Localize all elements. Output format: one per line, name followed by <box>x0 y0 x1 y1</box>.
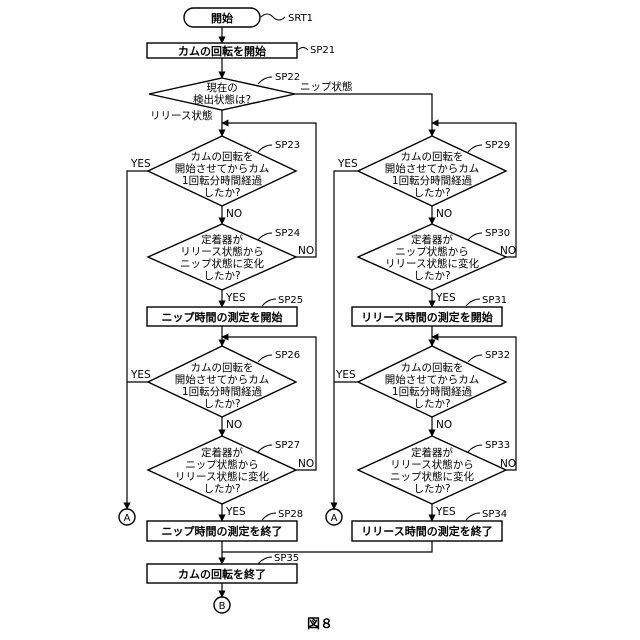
sp30-line4: したか? <box>413 270 450 282</box>
sp26-line2: 開始させてからカム <box>175 373 270 386</box>
sp32-line1: カムの回転を <box>401 362 464 374</box>
connector-a-right: A <box>326 509 342 525</box>
sp34-label: リリース時間の測定を終了 <box>361 524 492 538</box>
connector-b: B <box>214 597 230 613</box>
figure-caption: 図８ <box>307 617 333 632</box>
sp26-line3: 1回転分時間経過 <box>182 385 263 398</box>
sp29-line4: したか? <box>413 187 450 199</box>
sp22-ref: SP22 <box>275 72 300 83</box>
sp29-yes: YES <box>337 158 358 170</box>
sp24-no: NO <box>298 245 314 257</box>
sp23-ref: SP23 <box>275 140 300 151</box>
step-sp31: リリース時間の測定を開始 SP31 <box>352 295 507 326</box>
sp24-line4: したか? <box>203 270 240 282</box>
sp30-line3: リリース状態に変化 <box>385 257 479 270</box>
connector-a-right-label: A <box>331 513 338 524</box>
sp27-line3: リリース状態に変化 <box>175 470 269 483</box>
sp28-ref: SP28 <box>278 509 303 520</box>
sp24-line2: リリース状態から <box>180 245 263 258</box>
sp22-line1: 現在の <box>206 82 238 94</box>
sp25-label: ニップ時間の測定を開始 <box>162 310 283 324</box>
sp33-line3: ニップ状態に変化 <box>390 470 474 483</box>
sp35-label: カムの回転を終了 <box>178 567 266 581</box>
sp33-line2: リリース状態から <box>390 458 473 471</box>
sp27-no: NO <box>298 458 314 470</box>
sp27-ref: SP27 <box>275 440 300 451</box>
sp26-no: NO <box>226 419 242 431</box>
start-ref: SRT1 <box>288 13 313 24</box>
sp26-ref: SP26 <box>275 350 300 361</box>
decision-sp26: カムの回転を 開始させてからカム 1回転分時間経過 したか? SP26 YES … <box>130 346 300 431</box>
start-terminal: 開始 SRT1 <box>184 8 313 27</box>
sp32-yes: YES <box>335 369 356 381</box>
sp30-no: NO <box>500 245 516 257</box>
sp26-line1: カムの回転を <box>191 362 254 374</box>
sp21-label: カムの回転を開始 <box>178 44 266 58</box>
sp30-line1: 定着器が <box>411 233 453 246</box>
sp32-line3: 1回転分時間経過 <box>392 385 473 398</box>
sp25-ref: SP25 <box>278 295 303 306</box>
sp23-line3: 1回転分時間経過 <box>182 174 263 187</box>
sp23-no: NO <box>226 208 242 220</box>
decision-sp32: カムの回転を 開始させてからカム 1回転分時間経過 したか? SP32 YES … <box>335 346 510 431</box>
sp33-ref: SP33 <box>485 440 510 451</box>
sp26-line4: したか? <box>203 398 240 410</box>
decision-sp23: カムの回転を 開始させてからカム 1回転分時間経過 したか? SP23 YES … <box>130 136 300 220</box>
sp22-branch-nip: ニップ状態 <box>300 80 353 93</box>
sp34-ref: SP34 <box>482 509 507 520</box>
sp27-line2: ニップ状態から <box>185 458 259 471</box>
sp24-line3: ニップ状態に変化 <box>180 257 264 270</box>
sp29-line3: 1回転分時間経過 <box>392 174 473 187</box>
sp24-line1: 定着器が <box>201 233 243 246</box>
sp30-line2: ニップ状態から <box>395 245 469 258</box>
decision-sp30: 定着器が ニップ状態から リリース状態に変化 したか? SP30 YES NO <box>358 224 516 304</box>
sp27-line4: したか? <box>203 483 240 495</box>
sp32-ref: SP32 <box>485 350 510 361</box>
sp29-line1: カムの回転を <box>401 151 464 163</box>
decision-sp33: 定着器が リリース状態から ニップ状態に変化 したか? SP33 YES NO <box>358 436 516 518</box>
sp23-line4: したか? <box>203 187 240 199</box>
sp32-line2: 開始させてからカム <box>385 373 480 386</box>
sp22-branch-release: リリース状態 <box>150 109 212 122</box>
decision-sp29: カムの回転を 開始させてからカム 1回転分時間経過 したか? SP29 YES … <box>337 136 510 220</box>
start-label: 開始 <box>211 11 233 25</box>
connector-a-left-label: A <box>124 513 131 524</box>
sp22-line2: 検出状態は? <box>193 93 251 106</box>
sp33-no: NO <box>500 458 516 470</box>
sp24-ref: SP24 <box>275 228 300 239</box>
decision-sp27: 定着器が ニップ状態から リリース状態に変化 したか? SP27 YES NO <box>148 436 314 518</box>
sp29-ref: SP29 <box>485 140 510 151</box>
sp27-yes: YES <box>225 506 246 518</box>
sp35-ref: SP35 <box>274 553 299 564</box>
sp33-yes: YES <box>435 506 456 518</box>
sp32-line4: したか? <box>413 398 450 410</box>
sp31-label: リリース時間の測定を開始 <box>361 310 492 324</box>
sp29-line2: 開始させてからカム <box>385 162 480 175</box>
sp30-ref: SP30 <box>485 228 510 239</box>
sp27-line1: 定着器が <box>201 446 243 459</box>
decision-sp22: 現在の 検出状態は? SP22 ニップ状態 リリース状態 <box>149 72 353 122</box>
sp23-line2: 開始させてからカム <box>175 162 270 175</box>
sp30-yes: YES <box>435 292 456 304</box>
connector-b-label: B <box>219 601 226 612</box>
connector-a-left: A <box>119 509 135 525</box>
step-sp21: カムの回転を開始 SP21 <box>147 43 335 58</box>
sp32-no: NO <box>436 419 452 431</box>
sp21-ref: SP21 <box>310 45 335 56</box>
sp23-yes: YES <box>130 158 151 170</box>
sp31-ref: SP31 <box>482 295 507 306</box>
decision-sp24: 定着器が リリース状態から ニップ状態に変化 したか? SP24 YES NO <box>148 224 314 304</box>
step-sp34: リリース時間の測定を終了 SP34 <box>352 509 507 541</box>
sp33-line1: 定着器が <box>411 446 453 459</box>
sp29-no: NO <box>436 208 452 220</box>
sp28-label: ニップ時間の測定を終了 <box>162 524 283 538</box>
sp33-line4: したか? <box>413 483 450 495</box>
sp23-line1: カムの回転を <box>191 151 254 163</box>
sp24-yes: YES <box>225 292 246 304</box>
step-sp35: カムの回転を終了 SP35 <box>147 553 299 583</box>
sp26-yes: YES <box>130 369 151 381</box>
